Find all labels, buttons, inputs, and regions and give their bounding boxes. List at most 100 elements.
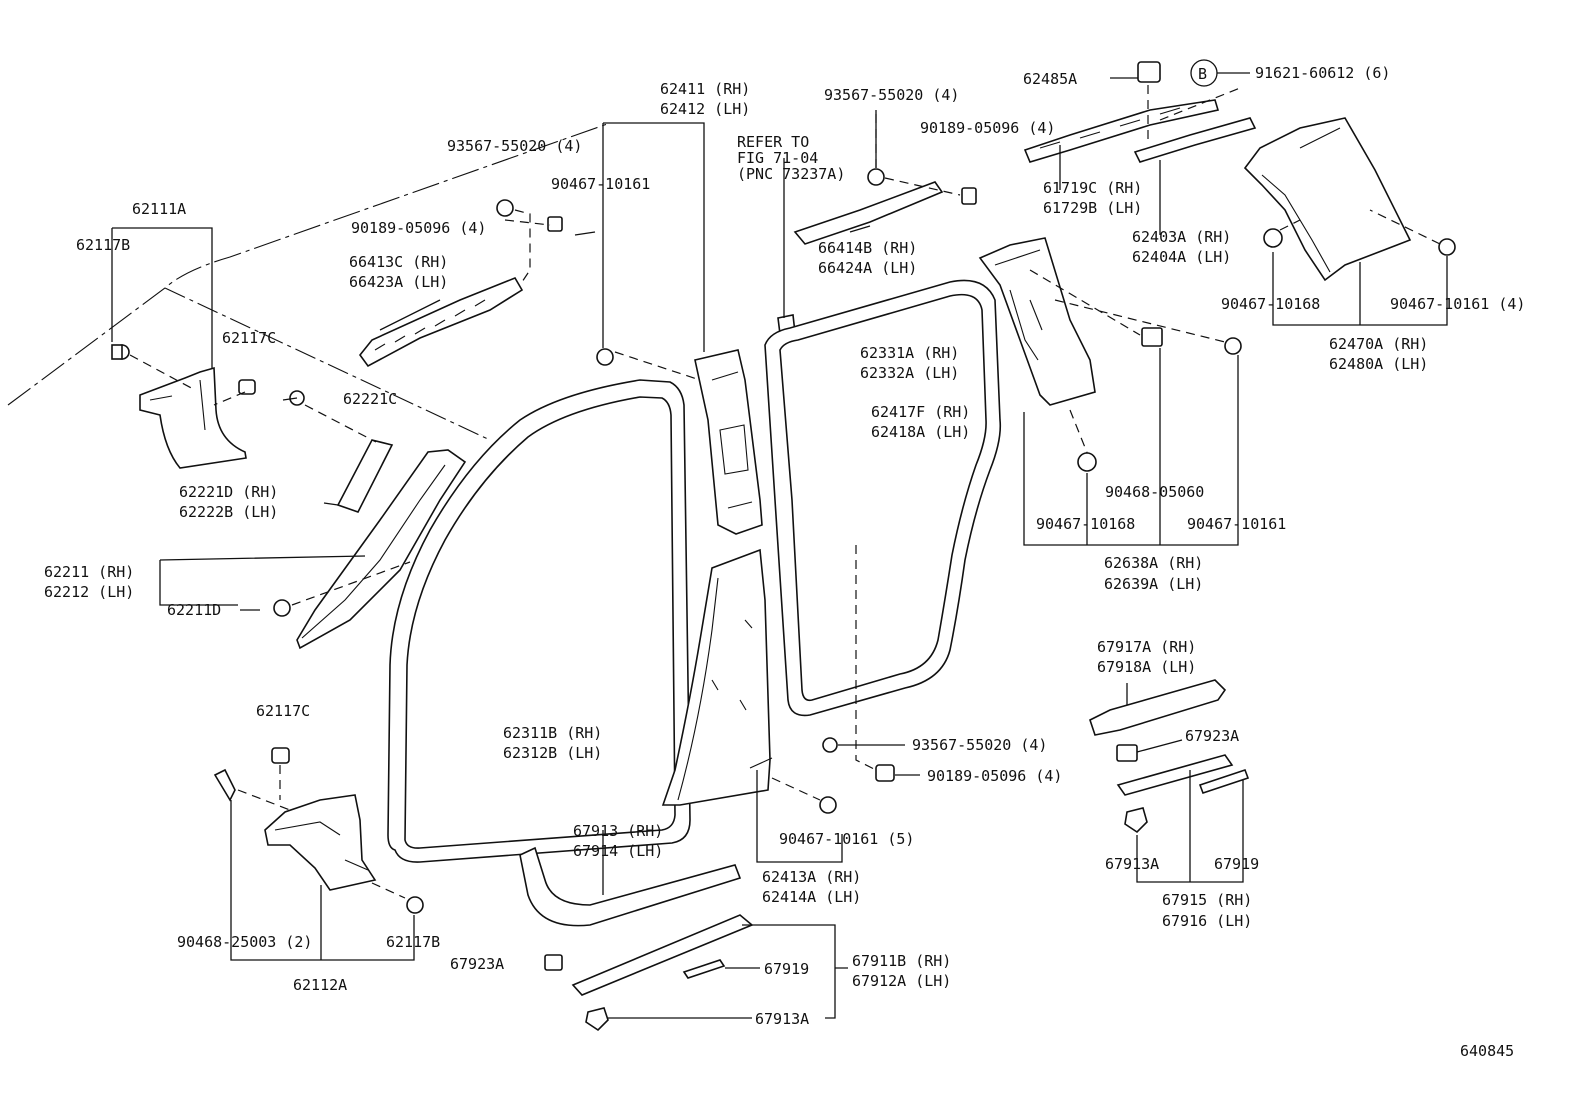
label-90467-10161-5: 90467-10161 (5) — [779, 830, 914, 848]
figure-number: 640845 — [1460, 1042, 1514, 1060]
label-90468-25003: 90468-25003 (2) — [177, 933, 312, 951]
label-67915: 67915 (RH) — [1162, 891, 1252, 909]
label-62411: 62411 (RH) — [660, 80, 750, 98]
label-90467-10161-b: 90467-10161 — [1187, 515, 1286, 533]
label-62221D: 62221D (RH) — [179, 483, 278, 501]
label-62331A: 62331A (RH) — [860, 344, 959, 362]
label-90467-10161-4: 90467-10161 (4) — [1390, 295, 1525, 313]
label-refer-2: FIG 71-04 — [737, 149, 818, 167]
label-66414B: 66414B (RH) — [818, 239, 917, 257]
rail-62403A — [1133, 117, 1257, 163]
clip-67913A-right — [1124, 807, 1148, 834]
label-62332A: 62332A (LH) — [860, 364, 959, 382]
rail-61719C — [1023, 99, 1220, 163]
label-61729B: 61729B (LH) — [1043, 199, 1142, 217]
callout-b: B — [1198, 65, 1207, 83]
label-62111A: 62111A — [132, 200, 186, 218]
label-67918A: 67918A (LH) — [1097, 658, 1196, 676]
label-62413A: 62413A (RH) — [762, 868, 861, 886]
c-pillar-62638A — [978, 237, 1096, 406]
label-67912A: 67912A (LH) — [852, 972, 951, 990]
label-91621-60612: 91621-60612 (6) — [1255, 64, 1390, 82]
label-93567-55020-b: 93567-55020 (4) — [824, 86, 959, 104]
label-62112A: 62112A — [293, 976, 347, 994]
label-61719C: 61719C (RH) — [1043, 179, 1142, 197]
label-62480A: 62480A (LH) — [1329, 355, 1428, 373]
bracket-clip-90468-25003 — [213, 768, 236, 802]
label-62485A: 62485A — [1023, 70, 1077, 88]
bracket-62638A — [1023, 348, 1239, 546]
label-67919-bot: 67919 — [764, 960, 809, 978]
label-66413C: 66413C (RH) — [349, 253, 448, 271]
clip-90467-10161-5 — [819, 796, 837, 814]
label-90467-10168-a: 90467-10168 — [1221, 295, 1320, 313]
clip-93567-55020-a — [496, 199, 514, 217]
scuff-plate-67911B — [571, 914, 754, 996]
clip-62117B-bot — [406, 896, 424, 914]
b-pillar-lower-62413A — [661, 548, 771, 806]
label-62221C: 62221C — [343, 390, 397, 408]
clip-90467-10161-a — [596, 348, 614, 366]
pad-67919-bot — [682, 959, 726, 979]
label-67923A-right: 67923A — [1185, 727, 1239, 745]
clip-90467-10161-4 — [1438, 238, 1456, 256]
label-90189-05096-b: 90189-05096 (4) — [920, 119, 1055, 137]
label-62312B: 62312B (LH) — [503, 744, 602, 762]
label-62211: 62211 (RH) — [44, 563, 134, 581]
body-outline — [7, 122, 611, 406]
label-62404A: 62404A (LH) — [1132, 248, 1231, 266]
clip-93567-55020-b — [867, 168, 885, 186]
clip-90467-10168-b — [1077, 452, 1097, 472]
clip-90467-10168-a — [1263, 228, 1283, 248]
label-67914: 67914 (LH) — [573, 842, 663, 860]
label-62211D: 62211D — [167, 601, 221, 619]
label-62414A: 62414A (LH) — [762, 888, 861, 906]
label-62638A: 62638A (RH) — [1104, 554, 1203, 572]
label-67919-right: 67919 — [1214, 855, 1259, 873]
bracket-62470A — [1272, 252, 1448, 326]
label-62412: 62412 (LH) — [660, 100, 750, 118]
clip-62211D — [273, 599, 291, 617]
label-62403A: 62403A (RH) — [1132, 228, 1231, 246]
label-62117C-bot: 62117C — [256, 702, 310, 720]
label-refer-3: (PNC 73237A) — [737, 165, 845, 183]
sill-plate-67913 — [519, 846, 742, 927]
label-62117C-top: 62117C — [222, 329, 276, 347]
clip-62117C-bot — [271, 747, 290, 764]
assist-grip-66414B — [793, 181, 944, 245]
clip-62485A — [1137, 61, 1161, 83]
label-62311B: 62311B (RH) — [503, 724, 602, 742]
label-67923A-bot: 67923A — [450, 955, 504, 973]
label-62418A: 62418A (LH) — [871, 423, 970, 441]
garnish-62221D — [336, 439, 394, 513]
label-90189-05096-a: 90189-05096 (4) — [351, 219, 486, 237]
label-90189-05096-c: 90189-05096 (4) — [927, 767, 1062, 785]
label-67913A-right: 67913A — [1105, 855, 1159, 873]
label-90467-10161-a: 90467-10161 — [551, 175, 650, 193]
scuff-67915 — [1116, 754, 1234, 796]
nut-90189-05096-c — [875, 764, 895, 782]
clip-67923A-right — [1116, 744, 1138, 762]
label-62212: 62212 (LH) — [44, 583, 134, 601]
label-67911B: 67911B (RH) — [852, 952, 951, 970]
kick-panel-upper — [139, 366, 247, 469]
label-62117B-top: 62117B — [76, 236, 130, 254]
nut-90189-05096-b — [961, 187, 977, 205]
clip-90467-10161-b — [1224, 337, 1242, 355]
label-66423A: 66423A (LH) — [349, 273, 448, 291]
nut-90189-05096-a — [547, 216, 563, 232]
bracket-62112A — [230, 800, 415, 961]
cowl-panel-62112A — [264, 794, 377, 891]
retainer-90468-05060 — [1141, 327, 1163, 347]
label-62117B-bot: 62117B — [386, 933, 440, 951]
clip-67913A-bot — [585, 1007, 609, 1032]
label-67917A: 67917A (RH) — [1097, 638, 1196, 656]
label-67913A-bot: 67913A — [755, 1010, 809, 1028]
bracket-62111A — [111, 227, 213, 370]
pad-67919-right — [1198, 768, 1250, 795]
label-62222B: 62222B (LH) — [179, 503, 278, 521]
a-pillar-62211 — [296, 449, 467, 650]
clip-62117C-top — [238, 379, 256, 395]
label-67913: 67913 (RH) — [573, 822, 663, 840]
